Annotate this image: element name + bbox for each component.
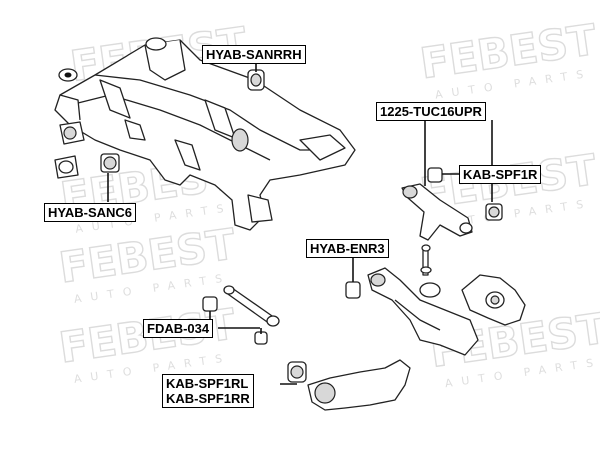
label-hyab-sanc6: HYAB-SANC6 — [44, 203, 137, 222]
watermark-top-right: FEBEST AUTO PARTS — [417, 14, 600, 101]
leader-lines — [107, 62, 493, 385]
label-hyab-sanrrh: HYAB-SANRRH — [202, 45, 306, 64]
upper-arm-drawing — [401, 167, 503, 241]
subframe-drawing — [54, 37, 356, 231]
fdab-bushing-a — [202, 296, 218, 312]
lateral-link-drawing — [202, 285, 280, 345]
left-small-parts — [54, 68, 265, 179]
label-1225-tuc16upr: 1225-TUC16UPR — [376, 102, 486, 121]
label-fdab-034: FDAB-034 — [143, 319, 214, 338]
trailing-arm-drawing — [287, 359, 411, 411]
label-kab-spf1rr: KAB-SPF1RR — [166, 391, 250, 406]
lower-arm-drawing — [345, 244, 526, 356]
enr3-bushing — [345, 281, 361, 299]
label-kab-spf1rl-rr: KAB-SPF1RL KAB-SPF1RR — [162, 374, 254, 408]
label-kab-spf1r: KAB-SPF1R — [459, 165, 542, 184]
spf1r-bushing-a — [427, 167, 443, 183]
label-kab-spf1rl: KAB-SPF1RL — [166, 376, 249, 391]
label-hyab-enr3: HYAB-ENR3 — [306, 239, 389, 258]
